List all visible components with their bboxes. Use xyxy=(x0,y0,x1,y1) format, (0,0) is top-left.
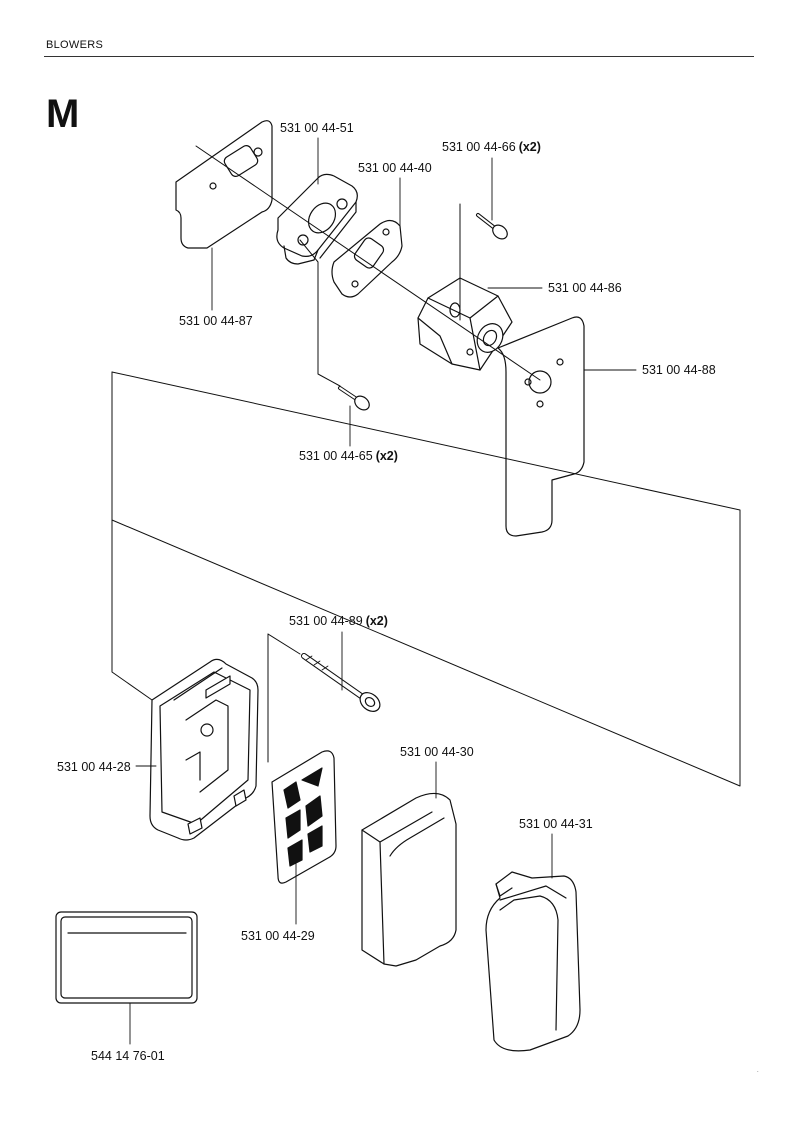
gasket-88-drawing xyxy=(497,316,585,537)
page-mark: . xyxy=(757,1068,759,1074)
part-number: 531 00 44-51 xyxy=(280,121,354,135)
part-label-531-00-44-28: 531 00 44-28 xyxy=(57,760,131,774)
part-quantity: (x2) xyxy=(375,449,398,463)
screw-65-drawing xyxy=(338,386,370,411)
part-label-531-00-44-88: 531 00 44-88 xyxy=(642,363,716,377)
part-number: 531 00 44-65 xyxy=(299,449,373,463)
part-label-531-00-44-89: 531 00 44-89(x2) xyxy=(289,614,388,628)
bolt-89-drawing xyxy=(301,653,381,712)
part-number: 544 14 76-01 xyxy=(91,1049,165,1063)
part-number: 531 00 44-87 xyxy=(179,314,253,328)
part-label-531-00-44-65: 531 00 44-65(x2) xyxy=(299,449,398,463)
filter-element-30-drawing xyxy=(361,792,457,967)
part-label-531-00-44-30: 531 00 44-30 xyxy=(400,745,474,759)
part-number: 531 00 44-28 xyxy=(57,760,131,774)
filter-grid-29-drawing xyxy=(271,750,337,884)
part-number: 531 00 44-31 xyxy=(519,817,593,831)
part-quantity: (x2) xyxy=(518,140,541,154)
section-letter: M xyxy=(46,92,80,136)
decal-544-drawing xyxy=(55,911,198,1004)
part-quantity: (x2) xyxy=(365,614,388,628)
gasket-40-drawing xyxy=(331,219,403,298)
flange-51-drawing xyxy=(276,173,358,265)
section-header: BLOWERS xyxy=(46,39,104,51)
part-label-531-00-44-87: 531 00 44-87 xyxy=(179,314,253,328)
part-label-531-00-44-29: 531 00 44-29 xyxy=(241,929,315,943)
part-label-544-14-76-01: 544 14 76-01 xyxy=(91,1049,165,1063)
part-label-531-00-44-86: 531 00 44-86 xyxy=(548,281,622,295)
part-number: 531 00 44-29 xyxy=(241,929,315,943)
assembly-lines xyxy=(111,145,741,787)
part-number: 531 00 44-66 xyxy=(442,140,516,154)
part-label-531-00-44-31: 531 00 44-31 xyxy=(519,817,593,831)
carburetor-86-drawing xyxy=(417,277,513,371)
part-number: 531 00 44-88 xyxy=(642,363,716,377)
part-number: 531 00 44-89 xyxy=(289,614,363,628)
filter-cover-31-drawing xyxy=(485,871,581,1052)
part-label-531-00-44-66: 531 00 44-66(x2) xyxy=(442,140,541,154)
header-rule xyxy=(44,56,754,57)
part-label-531-00-44-40: 531 00 44-40 xyxy=(358,161,432,175)
part-number: 531 00 44-30 xyxy=(400,745,474,759)
leader-lines xyxy=(129,137,637,1045)
screw-66-drawing xyxy=(476,213,508,240)
part-label-531-00-44-51: 531 00 44-51 xyxy=(280,121,354,135)
gasket-87-drawing xyxy=(175,120,273,249)
filter-housing-28-drawing xyxy=(149,658,259,841)
part-number: 531 00 44-40 xyxy=(358,161,432,175)
part-number: 531 00 44-86 xyxy=(548,281,622,295)
